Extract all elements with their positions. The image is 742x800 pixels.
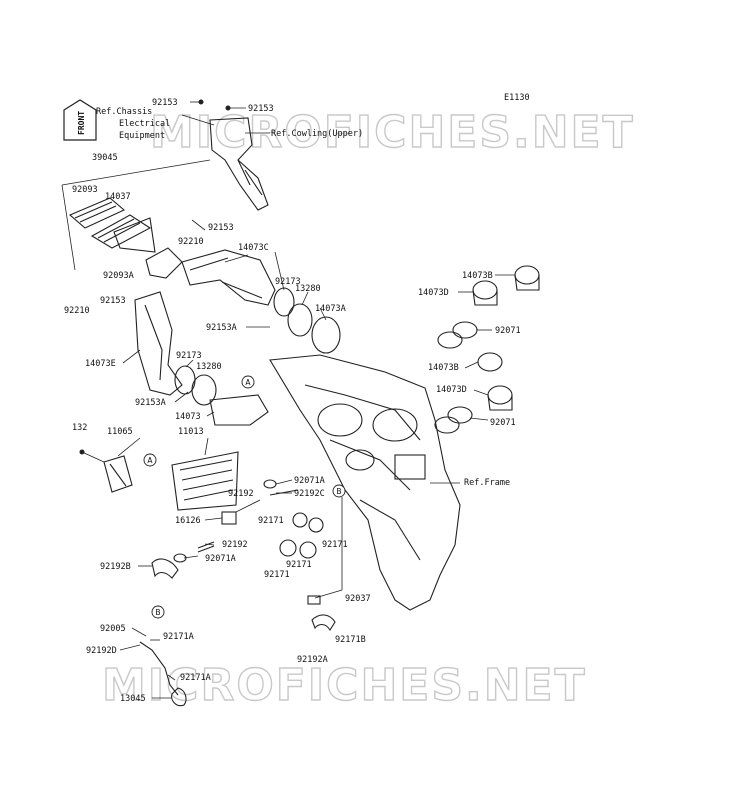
part-label: 92071 <box>490 418 516 428</box>
ring-set-upper <box>273 287 341 354</box>
air-filter <box>171 451 239 511</box>
hose-parts <box>139 479 336 707</box>
part-label: 92005 <box>100 624 126 634</box>
part-label: 92071A <box>294 476 325 486</box>
ref-chassis-line2: Electrical <box>119 119 170 129</box>
part-label: 14073A <box>315 304 346 314</box>
ref-chassis-line1: Ref.Chassis <box>96 107 152 117</box>
part-label: 14073D <box>418 288 449 298</box>
callout-b-lower: B <box>151 605 165 619</box>
svg-text:A: A <box>245 378 251 387</box>
part-label: 92192C <box>294 489 325 499</box>
part-label: 13045 <box>120 694 146 704</box>
duct-14073 <box>209 394 269 426</box>
part-label: 92192D <box>86 646 117 656</box>
part-label: 92173 <box>275 277 301 287</box>
duct-14073e <box>134 291 183 396</box>
part-label: 92192A <box>297 655 328 665</box>
part-label: 92171A <box>163 632 194 642</box>
part-label: 11013 <box>178 427 204 437</box>
part-label: 92192 <box>222 540 248 550</box>
part-label: 92153 <box>208 223 234 233</box>
part-label: 92093 <box>72 185 98 195</box>
part-label: 14073C <box>238 243 269 253</box>
part-label: 16126 <box>175 516 201 526</box>
part-label: 92192B <box>100 562 131 572</box>
callout-a-upper: A <box>241 375 255 389</box>
watermark-bottom: MICROFICHES.NET <box>102 660 587 711</box>
part-label: 92153 <box>100 296 126 306</box>
part-label: 14073B <box>428 363 459 373</box>
part-label: 14037 <box>105 192 131 202</box>
part-label: 92171 <box>258 516 284 526</box>
part-label: 92153A <box>206 323 237 333</box>
duct-14073c <box>181 249 276 306</box>
part-label: 39045 <box>92 153 118 163</box>
part-label: 11065 <box>107 427 133 437</box>
part-label: 132 <box>72 423 87 433</box>
part-label: 14073E <box>85 359 116 369</box>
part-label: 14073 <box>175 412 201 422</box>
part-label: 92171 <box>286 560 312 570</box>
part-label: 92192 <box>228 489 254 499</box>
part-label: 92153 <box>152 98 178 108</box>
part-label: 13280 <box>295 284 321 294</box>
front-label: FRONT <box>77 111 86 135</box>
front-arrow-icon: FRONT <box>63 99 97 141</box>
ref-frame: Ref.Frame <box>464 478 510 488</box>
watermark-top: MICROFICHES.NET <box>150 107 635 158</box>
svg-text:A: A <box>147 456 153 465</box>
part-label: 14073D <box>436 385 467 395</box>
frame-airbox <box>269 354 461 611</box>
part-label: 92210 <box>64 306 90 316</box>
part-label: 14073B <box>462 271 493 281</box>
part-label: 92093A <box>103 271 134 281</box>
part-label: 92210 <box>178 237 204 247</box>
callout-b-frame: B <box>332 484 346 498</box>
duct-cover-parts <box>61 159 211 279</box>
part-label: 92171B <box>335 635 366 645</box>
diagram-code: E1130 <box>504 93 530 103</box>
part-11065 <box>79 449 133 493</box>
part-labels: 92153 92153 39045 92093 14037 92153 9221… <box>64 98 521 704</box>
part-label: 13280 <box>196 362 222 372</box>
part-label: 92071 <box>495 326 521 336</box>
part-label: 92171A <box>180 673 211 683</box>
part-label: 92153A <box>135 398 166 408</box>
part-label: 92171 <box>322 540 348 550</box>
svg-text:B: B <box>336 487 341 496</box>
part-label: 92037 <box>345 594 371 604</box>
part-label: 92071A <box>205 554 236 564</box>
ref-cowling: Ref.Cowling(Upper) <box>271 129 363 139</box>
callout-a-left: A <box>143 453 157 467</box>
part-label: 92171 <box>264 570 290 580</box>
svg-text:B: B <box>155 608 160 617</box>
leader-lines <box>81 101 515 699</box>
part-label: 92173 <box>176 351 202 361</box>
part-label: 92153 <box>248 104 274 114</box>
ref-chassis-line3: Equipment <box>119 131 165 141</box>
